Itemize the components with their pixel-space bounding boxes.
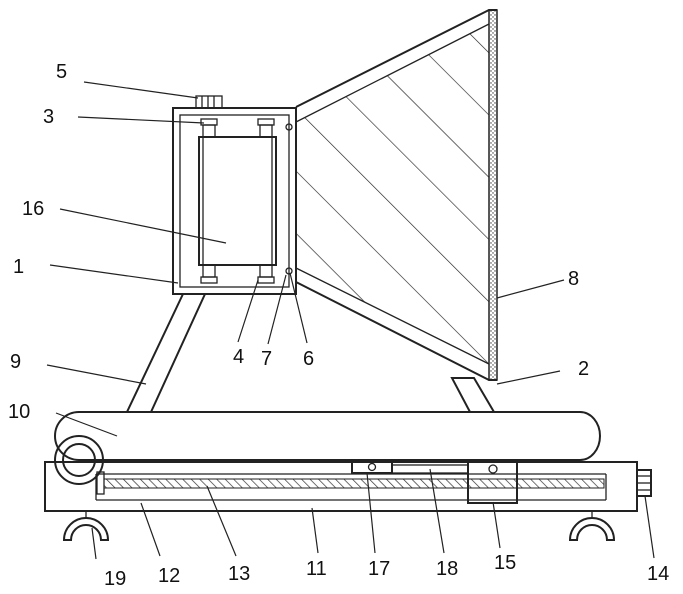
housing-box bbox=[173, 108, 296, 294]
feet bbox=[64, 511, 614, 540]
drive-motor bbox=[637, 470, 651, 496]
label-3: 3 bbox=[43, 106, 54, 128]
label-13: 13 bbox=[228, 563, 250, 585]
label-2: 2 bbox=[578, 358, 589, 380]
label-4: 4 bbox=[233, 346, 244, 368]
rod-clip bbox=[352, 462, 392, 473]
label-12: 12 bbox=[158, 565, 180, 587]
label-19: 19 bbox=[104, 568, 126, 590]
dotted-screen-panel bbox=[489, 10, 497, 380]
label-10: 10 bbox=[8, 401, 30, 423]
roller-assembly bbox=[199, 119, 276, 283]
label-5: 5 bbox=[56, 61, 67, 83]
label-17: 17 bbox=[368, 558, 390, 580]
funnel-horn bbox=[290, 0, 500, 390]
top-knob bbox=[196, 96, 222, 108]
label-6: 6 bbox=[303, 348, 314, 370]
label-18: 18 bbox=[436, 558, 458, 580]
label-15: 15 bbox=[494, 552, 516, 574]
label-16: 16 bbox=[22, 198, 44, 220]
label-7: 7 bbox=[261, 348, 272, 370]
label-11: 11 bbox=[306, 558, 327, 580]
conveyor-belt bbox=[55, 412, 600, 484]
label-8: 8 bbox=[568, 268, 579, 290]
label-9: 9 bbox=[10, 351, 21, 373]
lead-screw bbox=[104, 479, 604, 488]
label-14: 14 bbox=[647, 563, 669, 585]
label-1: 1 bbox=[13, 256, 24, 278]
